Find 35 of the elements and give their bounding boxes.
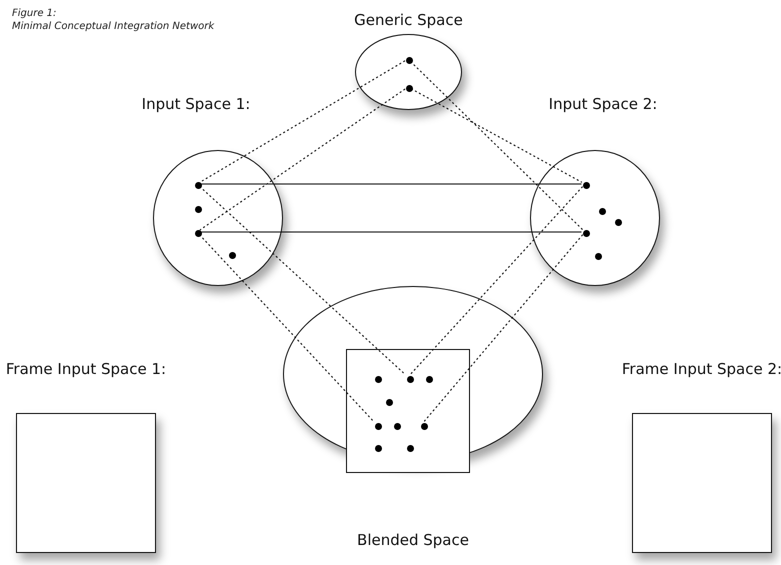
space-label: Frame Input Space 2: <box>622 360 781 378</box>
point-dot <box>386 398 392 406</box>
point-dot <box>598 208 606 214</box>
dotted-connector <box>410 186 584 375</box>
figure-title: Figure 1: <box>12 8 56 19</box>
point-dot <box>228 252 236 258</box>
point-dot <box>406 84 412 92</box>
point-dot <box>426 376 432 382</box>
space-label: Generic Space <box>354 11 463 29</box>
space-label: Input Space 2: <box>548 95 658 113</box>
space-label: Frame Input Space 1: <box>6 360 166 378</box>
point-dot <box>374 444 382 452</box>
point-dot <box>582 182 590 188</box>
point-dot <box>374 422 382 430</box>
blend-frame-box <box>346 349 470 473</box>
point-dot <box>194 206 202 212</box>
point-dot <box>406 56 412 64</box>
point-dot <box>406 376 414 382</box>
space-label: Input Space 1: <box>142 95 250 113</box>
point-dot <box>406 444 414 452</box>
dotted-connector <box>424 234 584 422</box>
point-dot <box>194 182 202 188</box>
point-dot <box>194 230 202 236</box>
point-dot <box>582 230 590 236</box>
space-label: Blended Space <box>357 531 469 549</box>
point-dot <box>420 422 428 430</box>
figure-caption: Minimal Conceptual Integration Network <box>12 21 214 32</box>
connector-line <box>200 231 582 233</box>
point-dot <box>614 218 622 226</box>
dotted-connector <box>200 88 406 230</box>
dotted-connector <box>200 60 406 183</box>
point-dot <box>374 376 382 382</box>
point-dot <box>394 422 400 430</box>
point-dot <box>594 252 602 260</box>
connector-line <box>200 183 582 185</box>
